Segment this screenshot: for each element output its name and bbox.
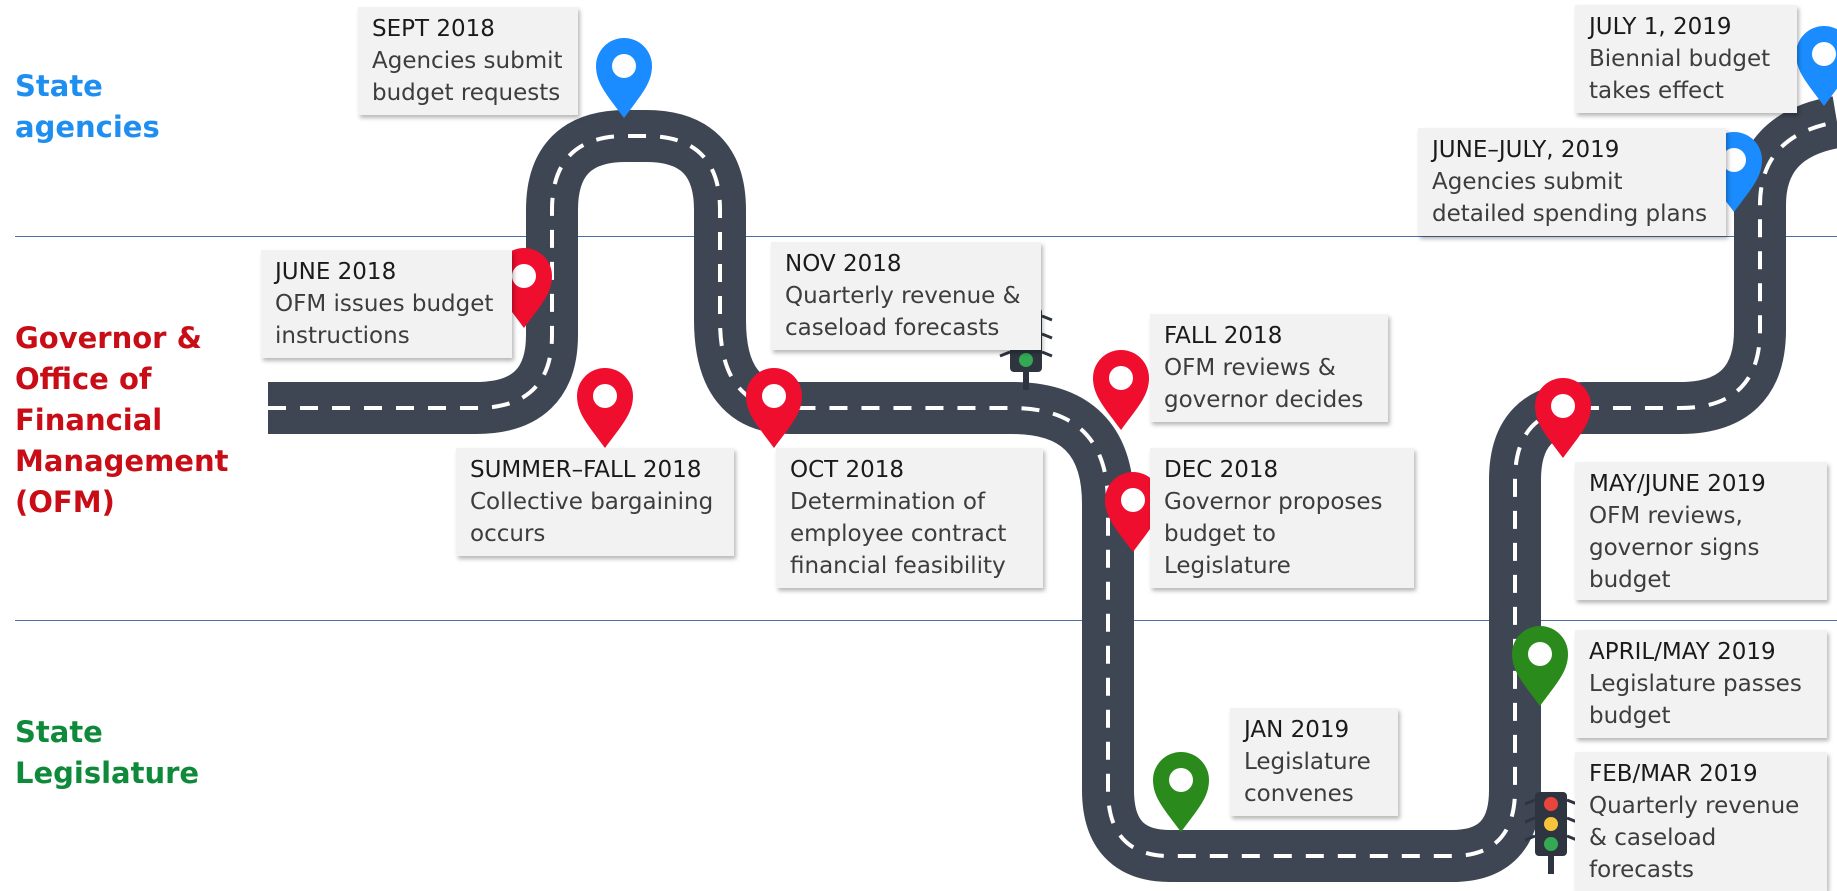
map-pin-blue-icon <box>596 38 652 118</box>
milestone-april-may-2019: APRIL/MAY 2019 Legislature passes budget <box>1575 630 1827 738</box>
milestone-date: JULY 1, 2019 <box>1589 14 1732 40</box>
map-pin-red-icon <box>746 368 802 448</box>
milestone-text: OFM reviews, governor signs budget <box>1589 503 1760 593</box>
milestone-jan-2019: JAN 2019 Legislature convenes <box>1230 708 1398 816</box>
milestone-summer-fall-2018: SUMMER–FALL 2018 Collective bargaining o… <box>456 448 734 556</box>
milestone-june-2018: JUNE 2018 OFM issues budget instructions <box>261 250 512 358</box>
map-pin-blue-icon <box>1796 26 1837 106</box>
milestone-feb-mar-2019: FEB/MAR 2019 Quarterly revenue & caseloa… <box>1575 752 1827 891</box>
milestone-date: MAY/JUNE 2019 <box>1589 471 1766 497</box>
milestone-text: Legislature passes budget <box>1589 671 1802 729</box>
milestone-date: DEC 2018 <box>1164 457 1279 483</box>
milestone-date: JAN 2019 <box>1244 717 1350 743</box>
milestone-text: Quarterly revenue & caseload forecasts <box>785 283 1021 341</box>
milestone-oct-2018: OCT 2018 Determination of employee contr… <box>776 448 1043 588</box>
milestone-date: SEPT 2018 <box>372 16 495 42</box>
milestone-text: Quarterly revenue & caseload forecasts <box>1589 793 1800 883</box>
milestone-text: Biennial budget takes effect <box>1589 46 1771 104</box>
map-pin-green-icon <box>1153 752 1209 832</box>
milestone-nov-2018: NOV 2018 Quarterly revenue & caseload fo… <box>771 242 1041 350</box>
milestone-text: Legislature convenes <box>1244 749 1371 807</box>
milestone-date: JUNE 2018 <box>275 259 397 285</box>
milestone-text: Agencies submit detailed spending plans <box>1432 169 1708 227</box>
milestone-date: FEB/MAR 2019 <box>1589 761 1758 787</box>
milestone-date: SUMMER–FALL 2018 <box>470 457 702 483</box>
map-pin-red-icon <box>577 368 633 448</box>
traffic-light-icon <box>1524 792 1578 874</box>
lane-divider-top <box>15 236 1837 237</box>
milestone-text: OFM reviews & governor decides <box>1164 355 1364 413</box>
milestone-june-july-2019: JUNE–JULY, 2019 Agencies submit detailed… <box>1418 128 1726 236</box>
milestone-date: APRIL/MAY 2019 <box>1589 639 1776 665</box>
milestone-dec-2018: DEC 2018 Governor proposes budget to Leg… <box>1150 448 1414 588</box>
milestone-date: JUNE–JULY, 2019 <box>1432 137 1620 163</box>
milestone-sept-2018: SEPT 2018 Agencies submit budget request… <box>358 7 578 115</box>
milestone-text: Collective bargaining occurs <box>470 489 714 547</box>
milestone-may-june-2019: MAY/JUNE 2019 OFM reviews, governor sign… <box>1575 462 1827 600</box>
milestone-text: Governor proposes budget to Legislature <box>1164 489 1383 579</box>
milestone-text: Determination of employee contract finan… <box>790 489 1007 579</box>
milestone-text: OFM issues budget instructions <box>275 291 494 349</box>
milestone-text: Agencies submit budget requests <box>372 48 563 106</box>
milestone-july-1-2019: JULY 1, 2019 Biennial budget takes effec… <box>1575 5 1797 113</box>
milestone-date: FALL 2018 <box>1164 323 1283 349</box>
milestone-date: OCT 2018 <box>790 457 905 483</box>
milestone-fall-2018: FALL 2018 OFM reviews & governor decides <box>1150 314 1388 422</box>
milestone-date: NOV 2018 <box>785 251 902 277</box>
lane-divider-bottom <box>15 620 1837 621</box>
